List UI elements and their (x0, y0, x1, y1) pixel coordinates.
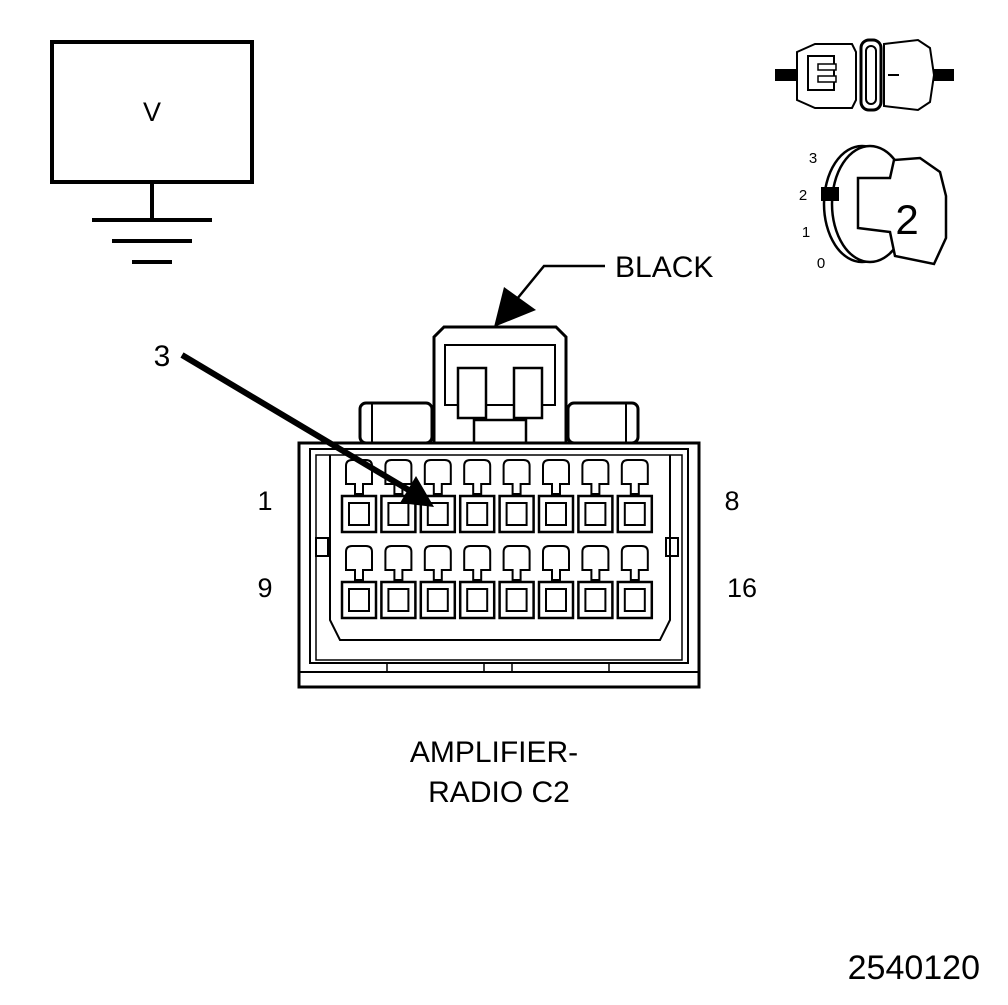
pin-cavity-6 (537, 459, 575, 534)
pin-cavity-13 (498, 545, 535, 620)
pin-label-16: 16 (727, 573, 757, 603)
pin-label-8: 8 (724, 486, 739, 516)
back-probe-icon (775, 38, 954, 112)
switch-key-label: 2 (895, 196, 918, 243)
pin-cavity-15 (577, 545, 614, 620)
voltmeter-symbol: V (143, 97, 161, 127)
switch-position-3: 3 (809, 150, 817, 167)
pin-grid (340, 459, 654, 620)
connector-name-line2: RADIO C2 (428, 776, 570, 809)
connector-color-label: BLACK (615, 251, 713, 284)
pin-label-9: 9 (257, 573, 272, 603)
connector-amplifier-radio-c2 (297, 325, 701, 689)
pin-cavity-11 (419, 545, 457, 620)
switch-position-1: 1 (802, 224, 810, 241)
switch-position-2: 2 (799, 187, 807, 204)
figure-number: 2540120 (848, 949, 980, 987)
pin-cavity-14 (537, 545, 575, 620)
pin-cavity-7 (577, 459, 614, 534)
connector-name-line1: AMPLIFIER- (410, 736, 578, 769)
pin-cavity-1 (340, 459, 378, 534)
voltmeter-icon: V (50, 40, 254, 264)
pin-cavity-12 (458, 545, 496, 620)
switch-position-marker (821, 187, 839, 201)
pin-cavity-5 (498, 459, 535, 534)
ignition-switch-icon: 3 2 1 0 2 (799, 144, 948, 272)
switch-position-0: 0 (817, 255, 825, 272)
pin-cavity-9 (340, 545, 378, 620)
pin-cavity-4 (458, 459, 496, 534)
pin-cavity-16 (616, 545, 654, 620)
pin-cavity-10 (380, 545, 417, 620)
pin-cavity-3 (419, 459, 457, 534)
probe-pointer-arrow (180, 352, 434, 507)
probe-pin-number: 3 (154, 340, 171, 373)
pin-label-1: 1 (257, 486, 272, 516)
color-callout: BLACK (494, 251, 713, 327)
ground-icon (92, 182, 212, 264)
pin-cavity-8 (616, 459, 654, 534)
